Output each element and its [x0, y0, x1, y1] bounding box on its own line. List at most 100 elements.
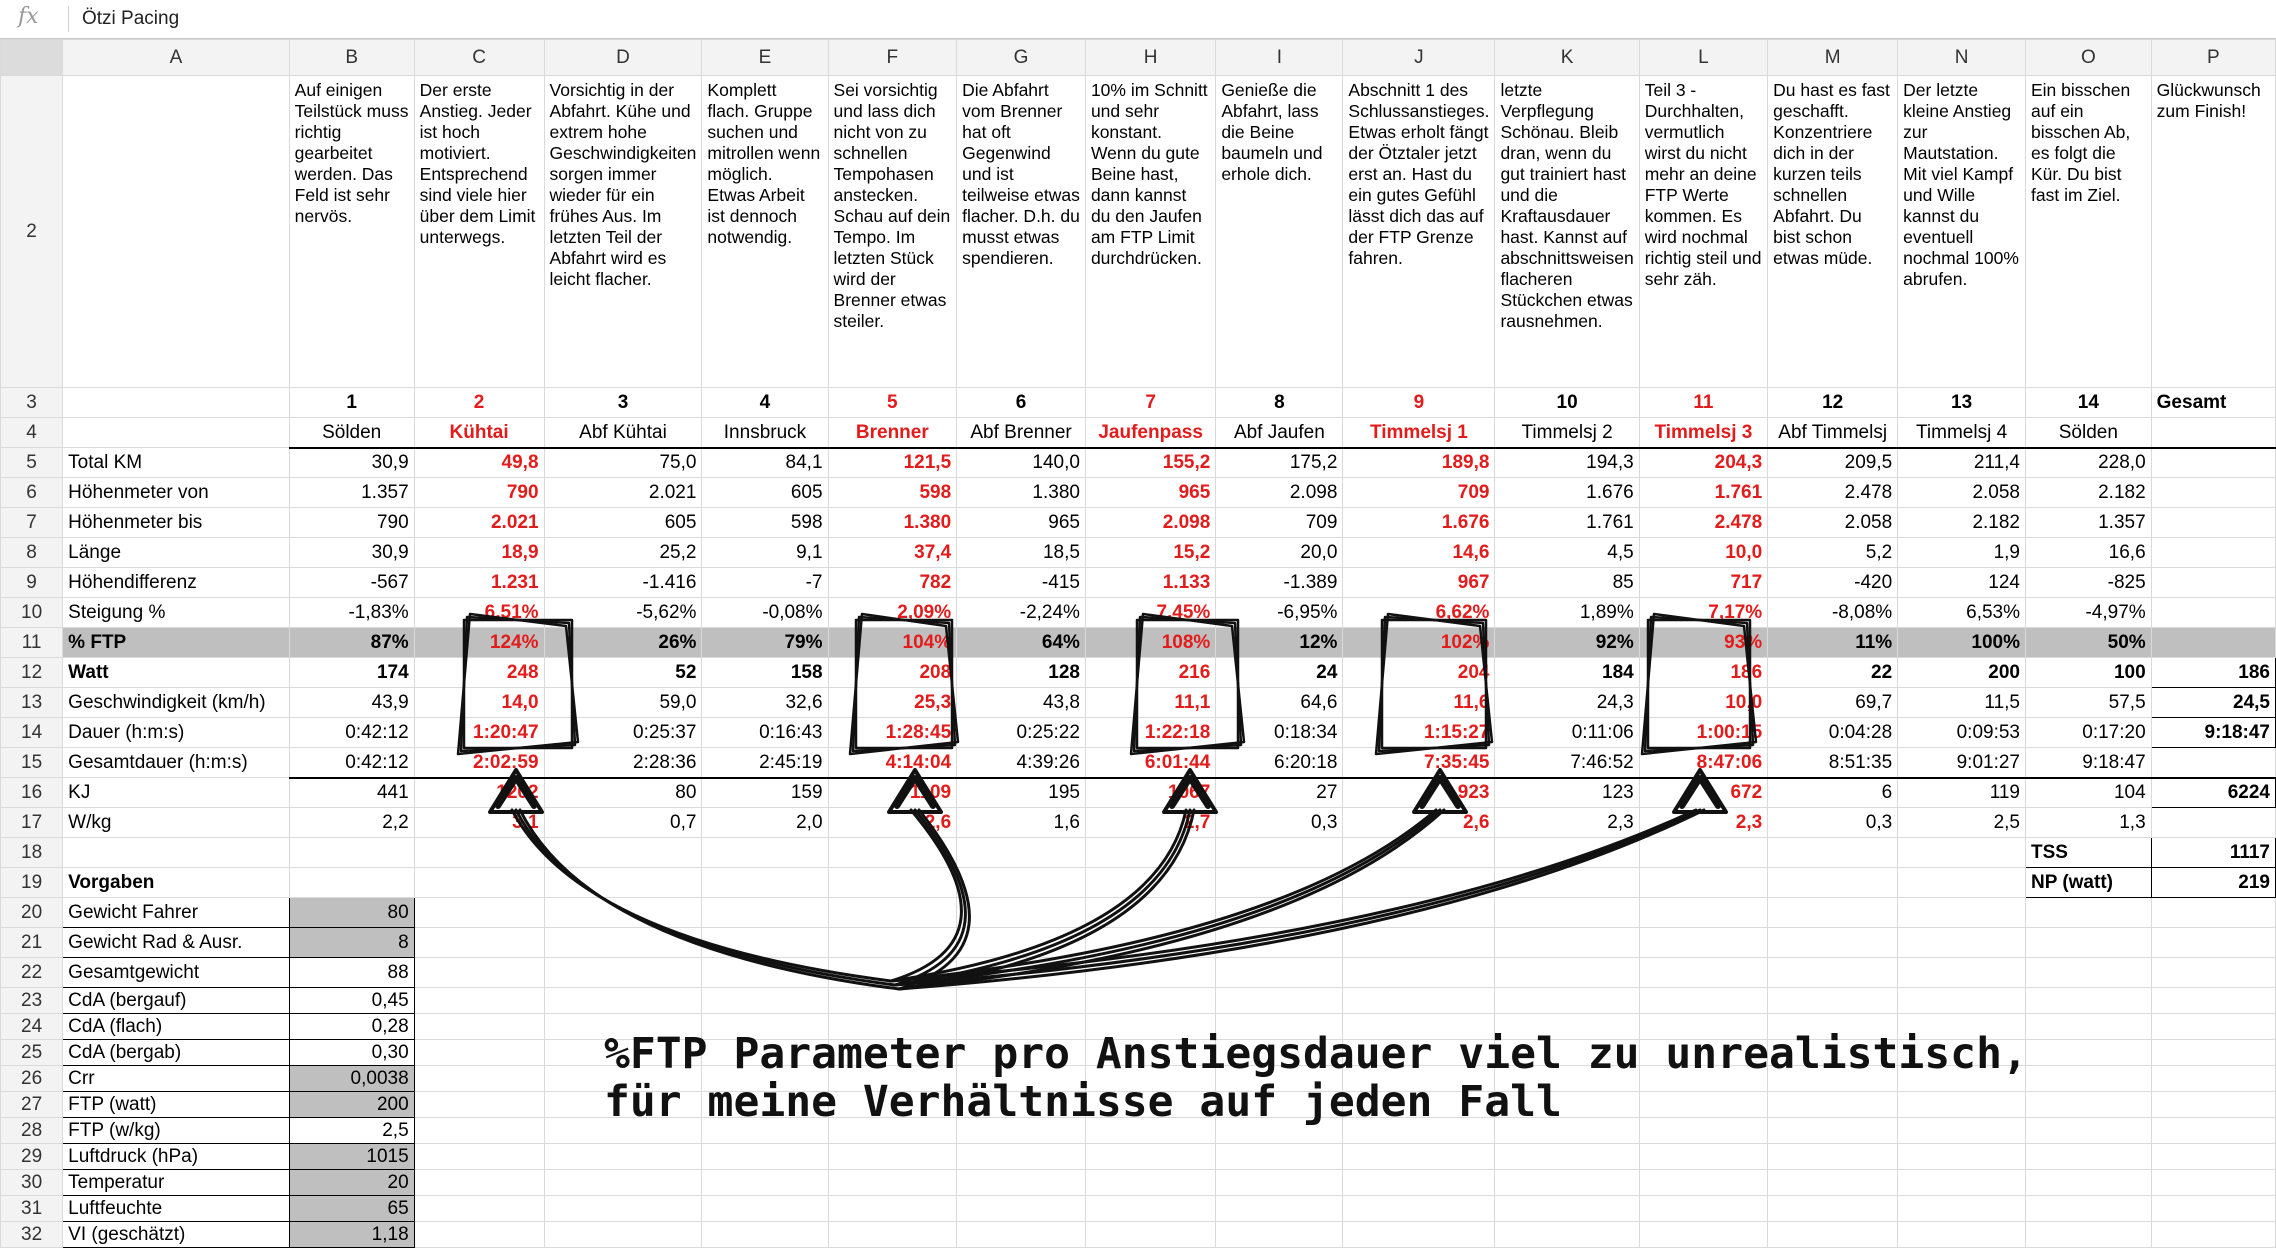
cell-n11[interactable]: 100%	[1897, 627, 2026, 658]
cell-m22[interactable]	[1767, 957, 1899, 988]
cell-i4[interactable]: Abf Jaufen	[1215, 417, 1344, 449]
cell-o20[interactable]	[2025, 897, 2152, 928]
cell-g12[interactable]: 128	[956, 657, 1086, 688]
cell-g9[interactable]: -415	[956, 567, 1086, 598]
cell-o18[interactable]: TSS	[2025, 837, 2152, 868]
cell-a2[interactable]	[62, 75, 290, 388]
cell-g15[interactable]: 4:39:26	[956, 747, 1086, 779]
cell-b32[interactable]: 1,18	[288, 1221, 415, 1248]
cell-p8[interactable]	[2150, 537, 2276, 568]
cell-k11[interactable]: 92%	[1494, 627, 1640, 658]
cell-n17[interactable]: 2,5	[1897, 807, 2026, 838]
cell-j19[interactable]	[1342, 867, 1496, 898]
cell-j6[interactable]: 709	[1342, 477, 1496, 508]
cell-a30[interactable]: Temperatur	[62, 1169, 290, 1196]
column-header-c[interactable]: C	[413, 39, 545, 76]
cell-a18[interactable]	[62, 837, 290, 868]
cell-a19[interactable]: Vorgaben	[62, 867, 290, 898]
cell-n14[interactable]: 0:09:53	[1897, 717, 2026, 748]
cell-j2[interactable]: Abschnitt 1 des Schlussanstieges. Etwas …	[1342, 75, 1496, 388]
cell-f4[interactable]: Brenner	[827, 417, 958, 449]
cell-a5[interactable]: Total KM	[62, 447, 290, 478]
cell-k30[interactable]	[1494, 1169, 1640, 1196]
cell-i30[interactable]	[1215, 1169, 1344, 1196]
cell-k12[interactable]: 184	[1494, 657, 1640, 688]
cell-o19[interactable]: NP (watt)	[2025, 867, 2152, 898]
cell-g2[interactable]: Die Abfahrt vom Brenner hat oft Gegenwin…	[956, 75, 1086, 388]
cell-k8[interactable]: 4,5	[1494, 537, 1640, 568]
cell-g8[interactable]: 18,5	[956, 537, 1086, 568]
cell-j23[interactable]	[1342, 987, 1496, 1014]
cell-j21[interactable]	[1342, 927, 1496, 958]
row-header-16[interactable]: 16	[0, 777, 64, 808]
cell-f8[interactable]: 37,4	[827, 537, 958, 568]
cell-e26[interactable]	[701, 1065, 829, 1092]
cell-m20[interactable]	[1767, 897, 1899, 928]
cell-m21[interactable]	[1767, 927, 1899, 958]
cell-a15[interactable]: Gesamtdauer (h:m:s)	[62, 747, 290, 778]
cell-c22[interactable]	[413, 957, 545, 988]
cell-o32[interactable]	[2025, 1221, 2152, 1248]
cell-m7[interactable]: 2.058	[1767, 507, 1899, 538]
column-header-e[interactable]: E	[701, 39, 829, 76]
cell-n24[interactable]	[1897, 1013, 2026, 1040]
cell-d8[interactable]: 25,2	[543, 537, 703, 568]
cell-c5[interactable]: 49,8	[413, 447, 545, 478]
cell-k2[interactable]: letzte Verpflegung Schönau. Bleib dran, …	[1494, 75, 1640, 388]
cell-i5[interactable]: 175,2	[1215, 447, 1344, 478]
cell-i20[interactable]	[1215, 897, 1344, 928]
cell-i29[interactable]	[1215, 1143, 1344, 1170]
cell-l28[interactable]	[1638, 1117, 1769, 1144]
cell-c7[interactable]: 2.021	[413, 507, 545, 538]
cell-e16[interactable]: 159	[701, 777, 829, 808]
cell-d23[interactable]	[543, 987, 703, 1014]
cell-p3[interactable]: Gesamt	[2150, 387, 2276, 418]
cell-e7[interactable]: 598	[701, 507, 829, 538]
cell-o28[interactable]	[2025, 1117, 2152, 1144]
cell-f16[interactable]: 1109	[827, 777, 958, 808]
cell-c24[interactable]	[413, 1013, 545, 1040]
cell-m19[interactable]	[1767, 867, 1899, 898]
cell-o23[interactable]	[2025, 987, 2152, 1014]
cell-d4[interactable]: Abf Kühtai	[543, 417, 703, 449]
cell-j5[interactable]: 189,8	[1342, 447, 1496, 478]
cell-b6[interactable]: 1.357	[288, 477, 415, 508]
cell-i2[interactable]: Genieße die Abfahrt, lass die Beine baum…	[1215, 75, 1344, 388]
cell-f26[interactable]	[827, 1065, 958, 1092]
cell-k6[interactable]: 1.676	[1494, 477, 1640, 508]
cell-e21[interactable]	[701, 927, 829, 958]
cell-m3[interactable]: 12	[1767, 387, 1899, 418]
cell-k10[interactable]: 1,89%	[1494, 597, 1640, 628]
cell-g16[interactable]: 195	[956, 777, 1086, 808]
column-header-p[interactable]: P	[2150, 39, 2276, 76]
cell-h15[interactable]: 6:01:44	[1084, 747, 1217, 779]
cell-m8[interactable]: 5,2	[1767, 537, 1899, 568]
cell-b24[interactable]: 0,28	[288, 1013, 415, 1040]
cell-h7[interactable]: 2.098	[1084, 507, 1217, 538]
cell-p15[interactable]	[2150, 747, 2276, 779]
cell-m25[interactable]	[1767, 1039, 1899, 1066]
cell-a29[interactable]: Luftdruck (hPa)	[62, 1143, 290, 1170]
cell-b28[interactable]: 2,5	[288, 1117, 415, 1144]
cell-c12[interactable]: 248	[413, 657, 545, 688]
cell-g7[interactable]: 965	[956, 507, 1086, 538]
cell-p9[interactable]	[2150, 567, 2276, 598]
cell-a11[interactable]: % FTP	[62, 627, 290, 658]
cell-f29[interactable]	[827, 1143, 958, 1170]
cell-l26[interactable]	[1638, 1065, 1769, 1092]
cell-b27[interactable]: 200	[288, 1091, 415, 1118]
cell-e30[interactable]	[701, 1169, 829, 1196]
cell-a8[interactable]: Länge	[62, 537, 290, 568]
cell-n5[interactable]: 211,4	[1897, 447, 2026, 478]
cell-a20[interactable]: Gewicht Fahrer	[62, 897, 290, 928]
cell-g19[interactable]	[956, 867, 1086, 898]
cell-l9[interactable]: 717	[1638, 567, 1769, 598]
cell-p5[interactable]	[2150, 447, 2276, 478]
cell-m2[interactable]: Du hast es fast geschafft. Konzentriere …	[1767, 75, 1899, 388]
cell-i8[interactable]: 20,0	[1215, 537, 1344, 568]
cell-f3[interactable]: 5	[827, 387, 958, 418]
column-header-f[interactable]: F	[827, 39, 958, 76]
column-header-a[interactable]: A	[62, 39, 290, 76]
cell-h21[interactable]	[1084, 927, 1217, 958]
row-header-4[interactable]: 4	[0, 417, 64, 448]
